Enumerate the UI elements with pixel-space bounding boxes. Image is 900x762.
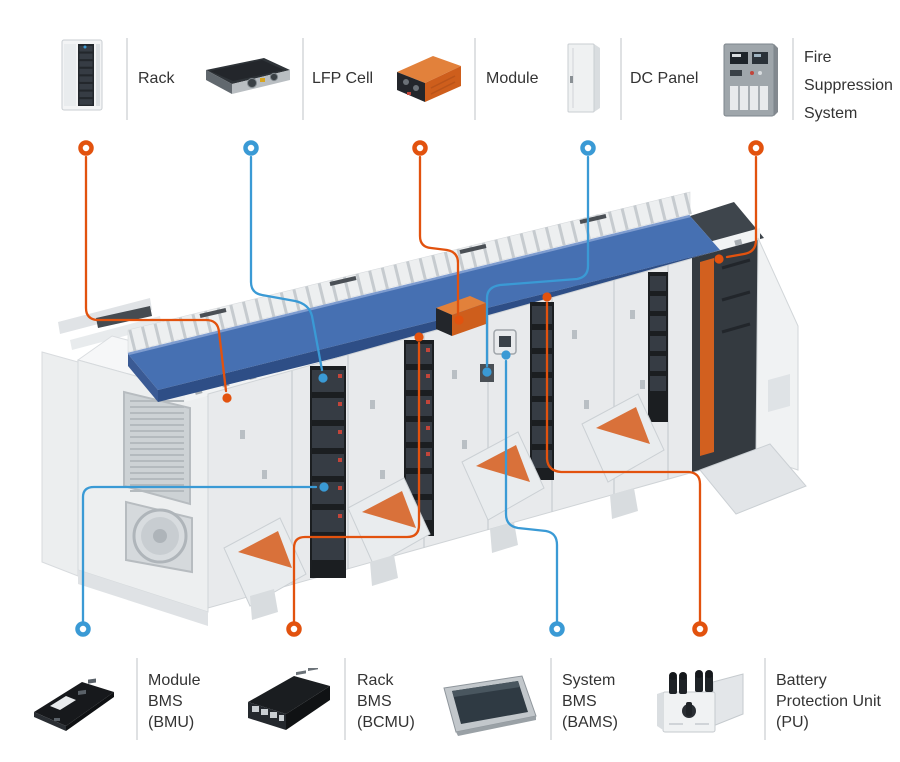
legend-label-rack: Rack — [138, 70, 175, 87]
panel-vents — [240, 310, 645, 479]
fire-suppression-icon — [723, 43, 778, 117]
legend-separator — [764, 658, 766, 740]
callout-line-fire-suppression — [725, 155, 758, 259]
callout-line-system-bms — [504, 359, 559, 623]
callout-marker-dc-panel — [580, 140, 596, 156]
vent-grille — [123, 390, 191, 506]
callout-target-fire-suppression — [714, 254, 724, 264]
callouts — [75, 140, 764, 637]
legend-separator — [136, 658, 138, 740]
callout-line-lfp-cell — [249, 155, 324, 372]
callout-marker-rack — [78, 140, 94, 156]
battery-protection-unit-icon — [657, 670, 744, 733]
legend-item-rack-bms — [240, 668, 335, 740]
callout-line-rack-bms — [292, 341, 421, 623]
callout-line-module — [418, 155, 460, 316]
legend-label-system-bms: System BMS (BAMS) — [562, 672, 618, 731]
callout-marker-module-bms — [75, 621, 91, 637]
callout-target-rack-bms — [414, 332, 424, 342]
callout-line-dc-panel — [485, 155, 590, 368]
callout-target-module-bms — [319, 482, 329, 492]
callout-line-module-bms — [81, 485, 318, 623]
legend-label-module: Module — [486, 70, 539, 87]
legend-separator — [620, 38, 622, 120]
legend-separator — [474, 38, 476, 120]
base-legs — [250, 488, 638, 620]
roof-beams — [58, 298, 162, 350]
rack-display-unit — [493, 329, 517, 355]
callout-marker-lfp-cell — [243, 140, 259, 156]
fire-suppression-compartment — [692, 240, 758, 472]
legend-item-system-bms — [440, 672, 540, 738]
legend-label-rack-bms: Rack BMS (BCMU) — [357, 672, 415, 731]
rack-icon — [61, 39, 103, 111]
callout-marker-fire-suppression — [748, 140, 764, 156]
legend-label-fire-suppression: Fire Suppression System — [804, 49, 893, 122]
callout-target-rack — [222, 393, 232, 403]
callout-line-battery-protection-unit — [545, 301, 702, 623]
callout-line-rack — [84, 155, 228, 393]
legend-label-module-bms: Module BMS (BMU) — [148, 672, 201, 731]
rack-bms-icon — [248, 668, 330, 730]
battery-module-stacks — [310, 272, 668, 578]
legend-item-module — [393, 50, 465, 108]
legend-label-dc-panel: DC Panel — [630, 70, 699, 87]
callout-marker-rack-bms — [286, 621, 302, 637]
fan-grille — [125, 500, 193, 574]
lfp-cell-icon — [206, 58, 290, 94]
callout-target-battery-protection-unit — [542, 292, 552, 302]
system-bms-icon — [443, 675, 537, 736]
callout-marker-module — [412, 140, 428, 156]
callout-marker-system-bms — [549, 621, 565, 637]
callout-marker-battery-protection-unit — [692, 621, 708, 637]
open-doors — [223, 393, 665, 607]
legend-item-fire-suppression — [722, 40, 780, 118]
legend-separator — [302, 38, 304, 120]
module-bms-icon — [34, 678, 114, 731]
legend-item-lfp-cell — [200, 54, 295, 102]
dc-panel-icon — [567, 43, 600, 113]
legend-separator — [792, 38, 794, 120]
legend-separator — [344, 658, 346, 740]
legend-item-module-bms — [28, 668, 120, 740]
legend-item-rack — [58, 38, 106, 114]
legend-item-battery-protection-unit — [655, 664, 747, 740]
module-icon — [397, 56, 461, 102]
callout-target-lfp-cell — [318, 373, 328, 383]
legend-label-battery-protection-unit: Battery Protection Unit (PU) — [776, 672, 881, 731]
callout-target-module — [454, 315, 464, 325]
orange-module-on-rack — [436, 296, 486, 336]
adjacent-panel — [41, 351, 79, 577]
right-end-door — [699, 237, 807, 515]
callout-target-system-bms — [501, 350, 511, 360]
legend-item-dc-panel — [562, 42, 602, 116]
legend-separator — [126, 38, 128, 120]
callout-target-dc-panel — [482, 367, 492, 377]
container-top-rail — [127, 191, 693, 353]
legend-label-lfp-cell: LFP Cell — [312, 70, 374, 87]
legend-separator — [550, 658, 552, 740]
